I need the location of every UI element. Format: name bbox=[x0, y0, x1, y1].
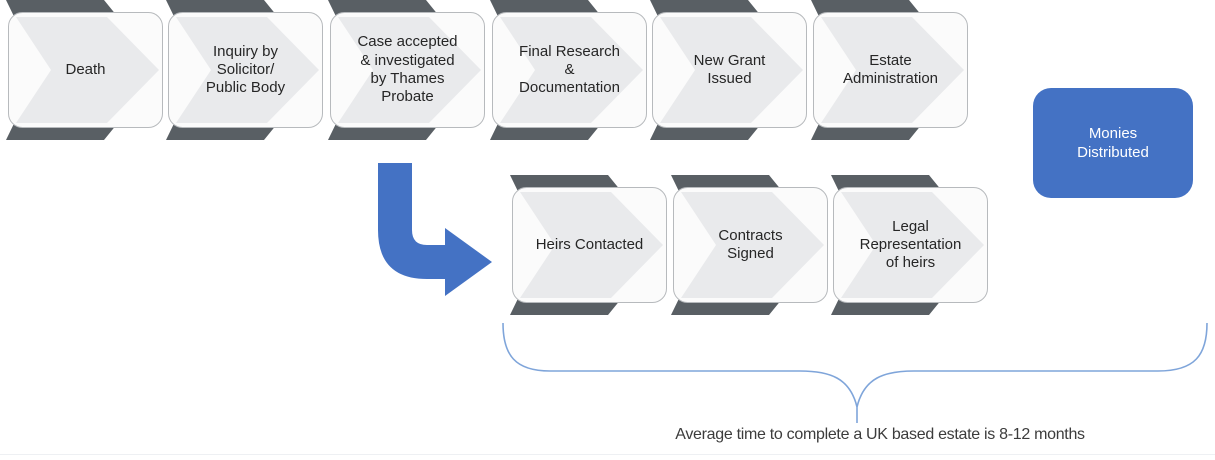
chevron-arrow-icon bbox=[500, 17, 643, 123]
elbow-arrow-shape bbox=[378, 163, 492, 296]
process-step-inquiry: Inquiry by Solicitor/ Public Body bbox=[164, 0, 334, 140]
process-step-legal-representation: Legal Representation of heirs bbox=[829, 175, 999, 315]
chevron-arrow-icon bbox=[841, 192, 984, 298]
chevron-graphic bbox=[831, 175, 988, 315]
annotation-text: Average time to complete a UK based esta… bbox=[675, 426, 1085, 443]
chevron-arrow-icon bbox=[681, 192, 824, 298]
chevron-graphic bbox=[811, 0, 968, 140]
step-label: Heirs Contacted bbox=[535, 235, 644, 253]
step-label: Legal Representation of heirs bbox=[859, 217, 962, 272]
brace-path bbox=[502, 322, 1208, 423]
chevron-arrow-icon bbox=[16, 17, 159, 123]
process-step-case-accepted: Case accepted & investigated by Thames P… bbox=[326, 0, 496, 140]
chevron-arrow-icon bbox=[176, 17, 319, 123]
monies-distributed-node: Monies Distributed bbox=[1033, 88, 1193, 198]
chevron-graphic bbox=[328, 0, 485, 140]
chevron-graphic bbox=[166, 0, 323, 140]
step-label: Estate Administration bbox=[842, 51, 939, 87]
process-step-contracts-signed: Contracts Signed bbox=[669, 175, 839, 315]
elbow-arrow-icon bbox=[378, 163, 492, 296]
chevron-graphic bbox=[671, 175, 828, 315]
chevron-arrow-icon bbox=[338, 17, 481, 123]
bottom-divider bbox=[0, 454, 1215, 455]
chevron-arrow-icon bbox=[821, 17, 964, 123]
end-node-label: Monies Distributed bbox=[1077, 124, 1149, 162]
brace-bracket bbox=[502, 322, 1208, 423]
step-label: Case accepted & investigated by Thames P… bbox=[357, 33, 458, 106]
step-label: Final Research & Documentation bbox=[519, 42, 620, 97]
step-label: Contracts Signed bbox=[718, 226, 783, 262]
chevron-graphic bbox=[6, 0, 163, 140]
chevron-arrow-icon bbox=[660, 17, 803, 123]
chevron-graphic bbox=[490, 0, 647, 140]
chevron-arrow-icon bbox=[520, 192, 663, 298]
chevron-graphic bbox=[510, 175, 667, 315]
process-step-death: Death bbox=[4, 0, 174, 140]
process-step-heirs-contacted: Heirs Contacted bbox=[508, 175, 678, 315]
process-step-estate-admin: Estate Administration bbox=[809, 0, 979, 140]
chevron-graphic bbox=[650, 0, 807, 140]
step-label: Inquiry by Solicitor/ Public Body bbox=[205, 42, 286, 97]
step-label: New Grant Issued bbox=[693, 51, 766, 87]
step-label: Death bbox=[65, 60, 106, 78]
process-step-final-research: Final Research & Documentation bbox=[488, 0, 658, 140]
process-step-new-grant: New Grant Issued bbox=[648, 0, 818, 140]
